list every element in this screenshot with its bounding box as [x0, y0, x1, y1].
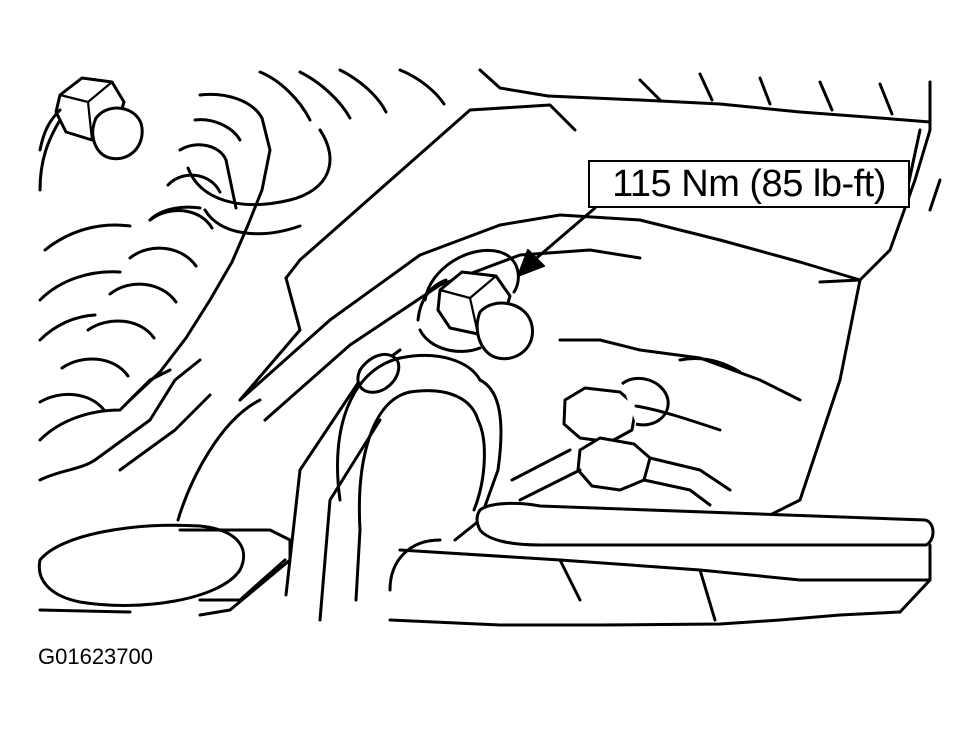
brake-line-fittings	[510, 338, 802, 507]
torque-callout: 115 Nm (85 lb-ft)	[588, 160, 910, 208]
figure-number: G01623700	[38, 644, 153, 669]
lower-crossbar	[388, 501, 935, 627]
callout-arrow	[517, 206, 597, 277]
control-arm-bracket	[37, 358, 292, 617]
upper-body-panel	[258, 68, 932, 284]
upper-left-bolt	[54, 76, 144, 161]
torque-spec-label: 115 Nm (85 lb-ft)	[612, 162, 886, 205]
left-ribbed-hose	[38, 92, 332, 412]
u-bracket	[336, 353, 503, 602]
